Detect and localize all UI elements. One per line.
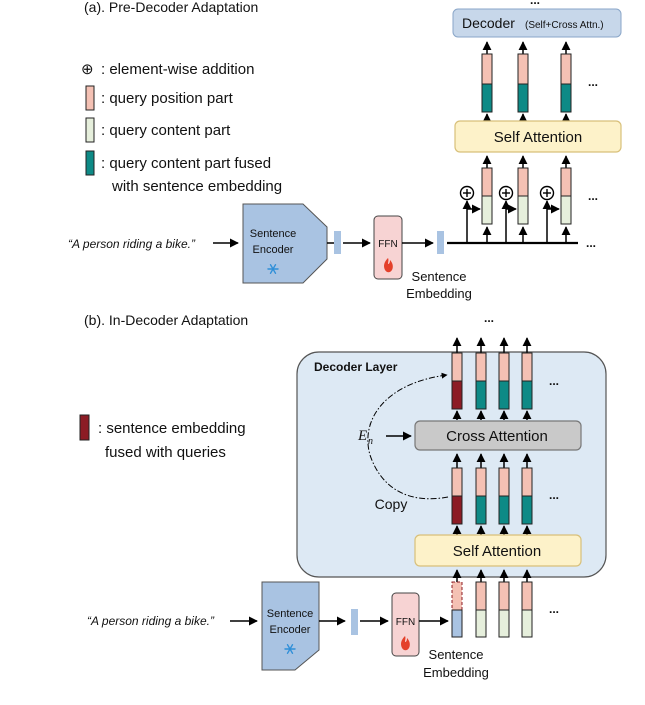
embedding-token-a1 bbox=[334, 231, 341, 254]
ffn-box-a bbox=[373, 215, 403, 280]
panel-b-title: (b). In-Decoder Adaptation bbox=[84, 312, 248, 328]
ellipsis-icon: ... bbox=[549, 488, 559, 502]
upper-queries-b: ... bbox=[451, 337, 559, 420]
middle-queries-b: ... bbox=[451, 453, 559, 535]
legend-addition: : element-wise addition bbox=[101, 61, 254, 78]
ellipsis-icon: ... bbox=[588, 75, 598, 89]
legend-a: ⊕ : element-wise addition : query positi… bbox=[81, 61, 282, 195]
cross-attention-box bbox=[414, 420, 582, 451]
self-attention-box-b bbox=[414, 534, 582, 567]
sentence-embedding-label-1a: Sentence bbox=[412, 269, 467, 284]
svg-text:′: ′ bbox=[369, 420, 372, 434]
en-prime-label: E ′ n bbox=[357, 420, 373, 447]
legend-sentence-fused-2: fused with queries bbox=[105, 444, 226, 461]
encoder-label-1a: Sentence bbox=[250, 228, 296, 240]
decoder-layer-label: Decoder Layer bbox=[314, 360, 398, 374]
legend-fused-1: : query content part fused bbox=[101, 155, 271, 172]
plus-circle-icon: ⊕ bbox=[81, 61, 94, 78]
input-text-b: “A person riding a bike.” bbox=[87, 614, 215, 628]
self-attention-label-a: Self Attention bbox=[494, 129, 582, 146]
svg-text:E: E bbox=[357, 428, 367, 444]
legend-fused-2: with sentence embedding bbox=[111, 178, 282, 195]
svg-text:n: n bbox=[368, 436, 373, 447]
upper-queries-a: ... bbox=[481, 41, 598, 123]
legend-sentence-fused-1: : sentence embedding bbox=[98, 420, 246, 437]
legend-content-swatch bbox=[85, 117, 95, 143]
lower-queries-a: ... ... bbox=[459, 155, 598, 250]
copy-label: Copy bbox=[375, 496, 408, 512]
ellipsis-icon: ... bbox=[586, 236, 596, 250]
self-attention-label-b: Self Attention bbox=[453, 543, 541, 560]
ellipsis-icon: ... bbox=[549, 602, 559, 616]
ffn-box-b bbox=[391, 592, 420, 657]
input-text-a: “A person riding a bike.” bbox=[68, 237, 196, 251]
embedding-token-a2 bbox=[437, 231, 444, 254]
panel-a-title: (a). Pre-Decoder Adaptation bbox=[84, 0, 258, 15]
ellipsis-icon: ... bbox=[530, 0, 540, 7]
panel-a: (a). Pre-Decoder Adaptation ... ⊕ : elem… bbox=[68, 0, 622, 301]
snowflake-icon bbox=[284, 644, 296, 654]
legend-position-swatch bbox=[85, 85, 95, 111]
legend-content: : query content part bbox=[101, 122, 231, 139]
embedding-token-b1 bbox=[351, 609, 358, 635]
sentence-embedding-label-1b: Sentence bbox=[429, 647, 484, 662]
copy-arc bbox=[367, 372, 449, 500]
cross-attention-label: Cross Attention bbox=[446, 428, 548, 445]
lower-queries-b: ... bbox=[451, 569, 559, 638]
ellipsis-icon: ... bbox=[549, 374, 559, 388]
ellipsis-icon: ... bbox=[484, 311, 494, 325]
encoder-label-2b: Encoder bbox=[270, 624, 311, 636]
sentence-embedding-label-2b: Embedding bbox=[423, 665, 489, 680]
panel-b: (b). In-Decoder Adaptation ... : sentenc… bbox=[79, 311, 607, 680]
legend-position: : query position part bbox=[101, 90, 234, 107]
decoder-box bbox=[452, 8, 622, 38]
sentence-encoder-a bbox=[242, 203, 328, 284]
self-attention-box-a bbox=[454, 120, 622, 153]
encoder-label-1b: Sentence bbox=[267, 608, 313, 620]
flame-icon bbox=[384, 258, 393, 273]
ellipsis-icon: ... bbox=[588, 189, 598, 203]
flame-icon bbox=[401, 636, 410, 651]
decoder-sublabel: (Self+Cross Attn.) bbox=[525, 20, 604, 31]
ffn-label-b: FFN bbox=[396, 617, 415, 628]
legend-fused-swatch bbox=[85, 150, 95, 176]
ffn-label-a: FFN bbox=[378, 239, 397, 250]
sentence-embedding-label-2a: Embedding bbox=[406, 286, 472, 301]
decoder-label: Decoder bbox=[462, 15, 515, 31]
sentence-encoder-b bbox=[261, 581, 320, 671]
snowflake-icon bbox=[267, 264, 279, 274]
encoder-label-2a: Encoder bbox=[253, 244, 294, 256]
legend-sentence-fused-swatch bbox=[79, 414, 90, 441]
